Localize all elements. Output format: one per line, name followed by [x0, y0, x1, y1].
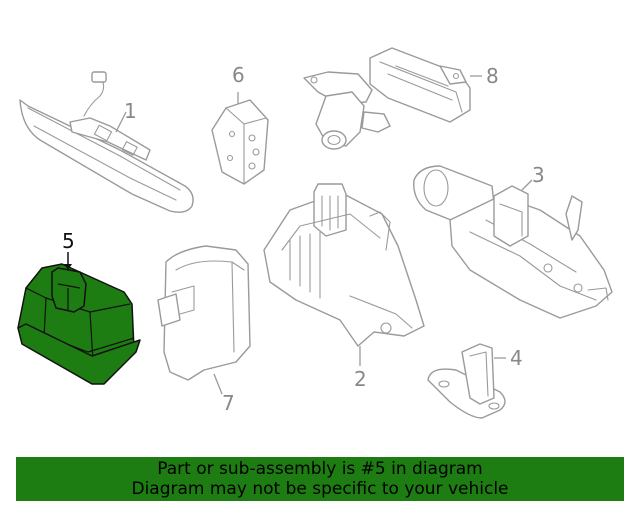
part-6-module: 6 [211, 63, 269, 185]
part-4-striker: 4 [427, 343, 523, 419]
callout-2: 2 [354, 367, 367, 391]
part-2-latch: 2 [263, 183, 425, 391]
callout-6: 6 [232, 63, 245, 87]
callout-8: 8 [486, 64, 499, 88]
part-3-actuator: 3 [413, 163, 613, 319]
part-8-camera-bracket: 8 [303, 47, 499, 150]
banner-line-disclaimer: Diagram may not be specific to your vehi… [131, 479, 509, 499]
callout-3: 3 [532, 163, 545, 187]
callout-1: 1 [124, 99, 137, 123]
part-7-cover: 7 [157, 245, 251, 415]
parts-diagram: 1 6 8 [17, 47, 613, 419]
callout-4: 4 [510, 346, 523, 370]
part-5-switch-highlighted: 5 [17, 229, 141, 385]
callout-5: 5 [62, 229, 75, 253]
part-1-handle-assembly: 1 [19, 71, 194, 213]
callout-7: 7 [222, 391, 235, 415]
banner-line-part-info: Part or sub-assembly is #5 in diagram [157, 459, 483, 479]
info-banner: Part or sub-assembly is #5 in diagram Di… [16, 457, 624, 501]
